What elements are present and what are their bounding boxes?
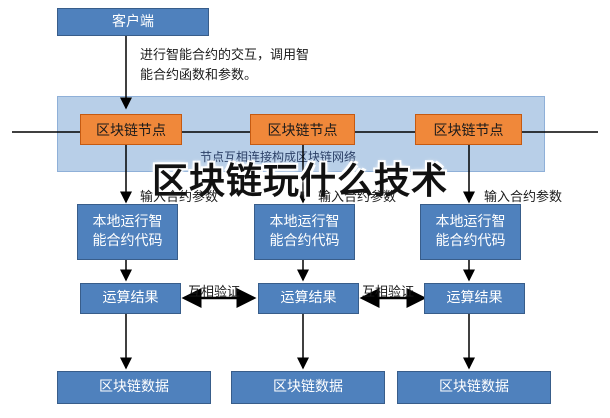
exec-line1: 本地运行智 — [435, 214, 506, 231]
node-label: 区块链节点 — [96, 122, 166, 139]
result-box-1: 运算结果 — [80, 283, 181, 314]
exec-line1: 本地运行智 — [92, 214, 163, 231]
data-box-1: 区块链数据 — [57, 371, 211, 404]
interaction-note: 进行智能合约的交互，调用智 能合约函数和参数。 — [140, 46, 380, 86]
node-label: 区块链节点 — [433, 122, 504, 139]
exec-line2: 能合约代码 — [435, 233, 506, 249]
verify-label-1: 互相验证 — [188, 285, 241, 300]
result-box-3: 运算结果 — [424, 283, 525, 314]
client-box: 客户端 — [57, 8, 209, 36]
overlay-title: 区块链玩什么技术 — [152, 161, 449, 202]
interaction-note-line2: 能合约函数和参数。 — [140, 68, 258, 84]
data-label: 区块链数据 — [439, 379, 509, 396]
data-box-2: 区块链数据 — [231, 371, 385, 404]
data-label: 区块链数据 — [273, 379, 343, 396]
input-label-3: 输入合约参数 — [484, 190, 563, 205]
data-label: 区块链数据 — [99, 379, 169, 396]
exec-box-1: 本地运行智 能合约代码 — [77, 204, 178, 260]
result-box-2: 运算结果 — [258, 283, 359, 314]
data-box-3: 区块链数据 — [397, 371, 551, 404]
exec-line2: 能合约代码 — [92, 233, 163, 249]
blockchain-node-1: 区块链节点 — [80, 114, 182, 145]
result-label: 运算结果 — [102, 290, 159, 307]
exec-line2: 能合约代码 — [269, 233, 340, 249]
node-label: 区块链节点 — [267, 122, 338, 139]
client-label: 客户端 — [112, 13, 154, 30]
input-label-1: 输入合约参数 — [140, 190, 219, 205]
result-label: 运算结果 — [280, 290, 337, 307]
blockchain-node-2: 区块链节点 — [250, 114, 355, 145]
interaction-note-line1: 进行智能合约的交互，调用智 — [140, 48, 310, 63]
verify-label-2: 互相验证 — [362, 285, 415, 300]
input-label-2: 输入合约参数 — [318, 190, 397, 205]
exec-line1: 本地运行智 — [269, 214, 340, 231]
result-label: 运算结果 — [446, 290, 503, 307]
exec-box-2: 本地运行智 能合约代码 — [254, 204, 355, 260]
exec-box-3: 本地运行智 能合约代码 — [420, 204, 521, 260]
blockchain-node-3: 区块链节点 — [415, 114, 522, 145]
network-label: 节点互相连接构成区块链网络 — [200, 150, 357, 164]
